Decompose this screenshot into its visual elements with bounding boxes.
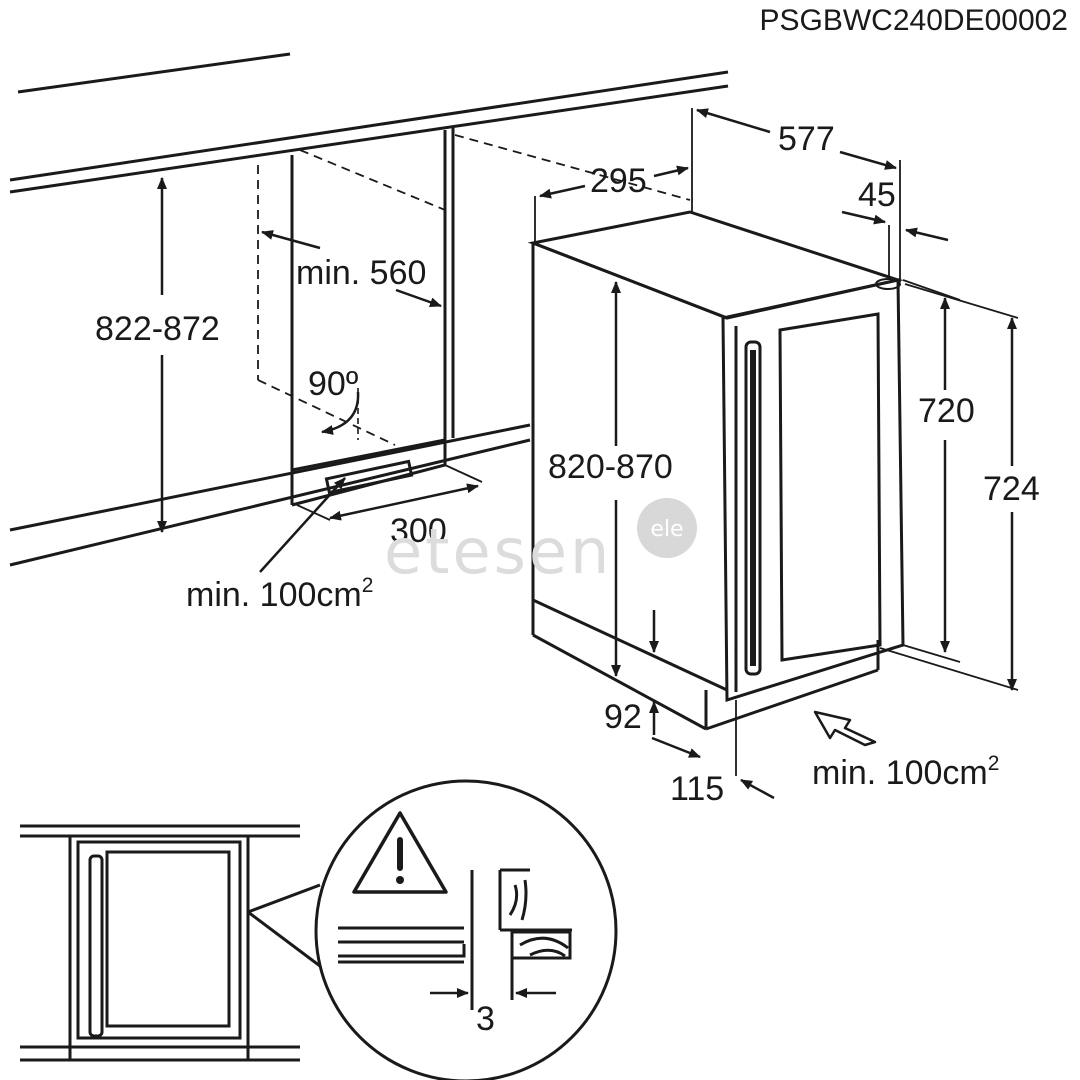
detail-callout bbox=[247, 779, 618, 1080]
warning-triangle-icon bbox=[352, 811, 448, 894]
airflow-arrow-icon bbox=[813, 710, 877, 747]
watermark-text: etesen bbox=[384, 515, 612, 588]
dim-gap-3: 3 bbox=[476, 1000, 495, 1038]
dim-45: 45 bbox=[858, 176, 896, 214]
door-handle bbox=[744, 340, 762, 676]
dim-115: 115 bbox=[670, 770, 724, 808]
watermark-badge-icon bbox=[637, 498, 697, 558]
niche-hidden-lines bbox=[257, 134, 691, 446]
dim-724: 724 bbox=[983, 470, 1040, 508]
watermark-badge: ele bbox=[650, 517, 683, 542]
dim-92: 92 bbox=[604, 698, 642, 736]
model-code: PSGBWC240DE00002 bbox=[760, 4, 1069, 37]
door-angle-arc bbox=[321, 391, 360, 435]
dim-90-degrees: 90º bbox=[308, 365, 358, 403]
dimension-lines bbox=[157, 108, 1019, 800]
front-view bbox=[20, 824, 300, 1062]
dim-295: 295 bbox=[590, 162, 647, 200]
dim-300: 300 bbox=[390, 512, 447, 550]
dim-822-872: 822-872 bbox=[95, 310, 220, 348]
dim-820-870: 820-870 bbox=[548, 448, 673, 486]
dim-577: 577 bbox=[778, 120, 835, 158]
dim-720: 720 bbox=[918, 392, 975, 430]
hinge-icon bbox=[875, 278, 901, 290]
vent-area-right: min. 100cm2 bbox=[812, 752, 999, 792]
vent-area-left: min. 100cm2 bbox=[186, 574, 373, 614]
dim-min-560: min. 560 bbox=[296, 254, 426, 292]
